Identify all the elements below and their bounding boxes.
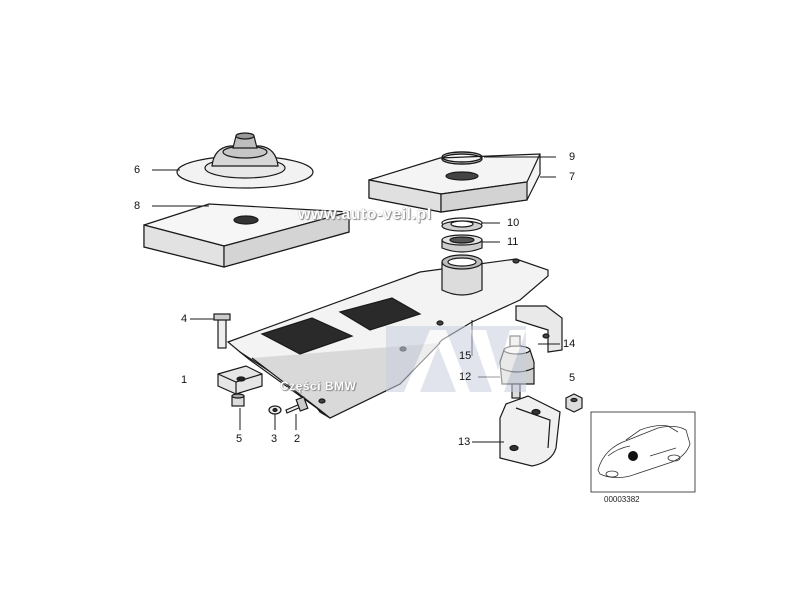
callout-14: 14 [563,338,576,350]
screw-part-2 [285,396,309,414]
washer-part-3 [268,405,282,415]
watermark-logo [386,326,526,392]
bushing-part-11 [441,234,483,253]
callout-15: 15 [459,350,472,362]
callout-13: 13 [458,436,471,448]
snap-ring-part-9 [441,151,483,165]
bushing-part-10 [441,217,483,232]
callout-10: 10 [507,217,520,229]
callout-4: 4 [181,313,188,325]
watermark-url: www.auto-veil.pl [298,206,432,223]
rubber-block-part-1 [217,365,263,395]
drawing-number: 00003382 [604,495,640,504]
bracket-part-13 [499,395,561,467]
callout-7: 7 [569,171,576,183]
callout-5-right: 5 [569,372,576,384]
watermark-brand: Części BMW [280,379,357,393]
callout-3: 3 [271,433,278,445]
callout-5-left: 5 [236,433,243,445]
callout-12: 12 [459,371,472,383]
callout-2: 2 [294,433,301,445]
car-thumbnail-icon [590,411,696,493]
callout-1: 1 [181,374,188,386]
nut-part-5-left [231,393,245,407]
callout-6: 6 [134,164,141,176]
callout-11: 11 [507,236,519,248]
bolt-part-4 [213,313,231,349]
nut-part-5-right [565,393,583,413]
gear-boot-part-6 [176,132,314,189]
insulation-pad-part-7 [368,153,541,213]
callout-8: 8 [134,200,141,212]
callout-9: 9 [569,151,576,163]
insulation-pad-part-8 [143,203,350,268]
